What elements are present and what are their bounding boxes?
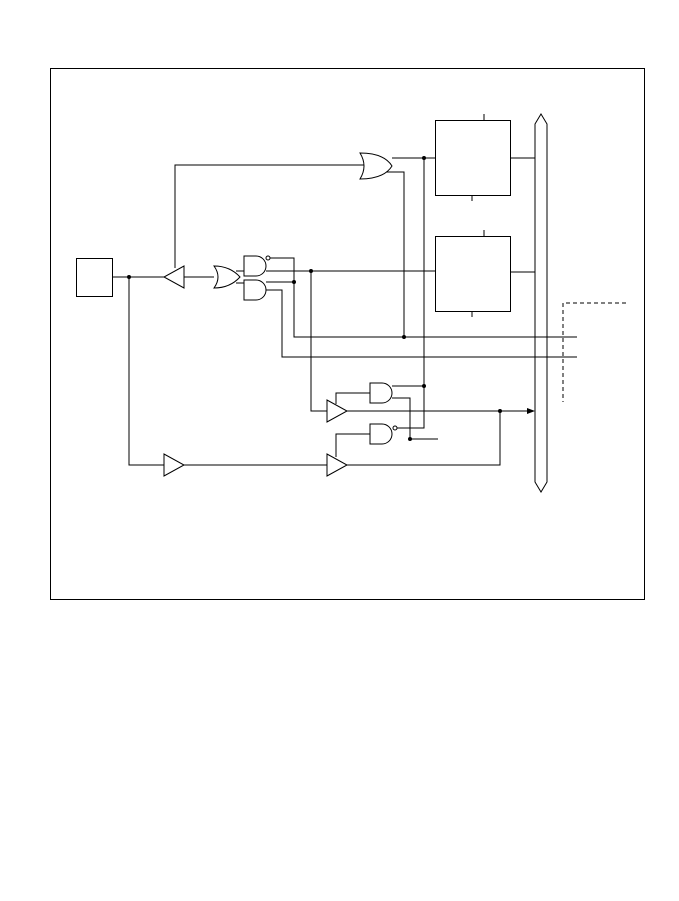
or-gate-mid xyxy=(213,265,241,289)
diagram-frame xyxy=(50,68,645,600)
external-dashed-line xyxy=(562,302,626,402)
and-gate-lower xyxy=(243,279,267,301)
buffer-left-lower xyxy=(163,453,186,477)
buffer-left-upper xyxy=(162,265,185,289)
and-gate-bottom-1 xyxy=(369,382,393,404)
nand-gate-bottom-2 xyxy=(369,423,393,445)
data-bus xyxy=(534,113,548,493)
buffer-mid-lower xyxy=(326,453,349,477)
nand-gate-upper xyxy=(243,255,267,277)
or-gate-top xyxy=(359,152,393,180)
buffer-mid-upper xyxy=(326,399,349,423)
register-block-lower xyxy=(435,236,511,312)
register-block-upper xyxy=(435,120,511,196)
input-box xyxy=(76,258,113,297)
